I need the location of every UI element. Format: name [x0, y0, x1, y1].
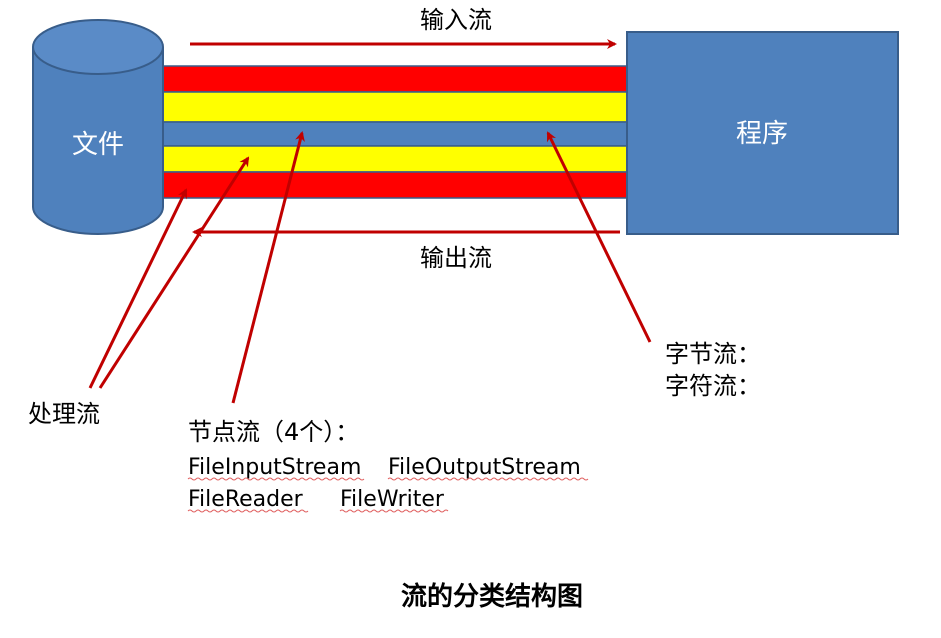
node-stream-title: 节点流（4个）： — [188, 418, 359, 446]
file-output-stream-label: FileOutputStream — [388, 455, 581, 480]
band-red-bottom — [162, 171, 629, 199]
input-stream-label: 输入流 — [420, 6, 492, 34]
stream-pipe — [162, 65, 629, 199]
file-label: 文件 — [72, 130, 124, 160]
band-red-top — [162, 65, 629, 93]
char-stream-label: 字符流： — [665, 372, 761, 400]
processing-stream-label: 处理流 — [28, 400, 100, 428]
diagram-caption: 流的分类结构图 — [401, 581, 583, 612]
program-box: 程序 — [626, 31, 899, 235]
band-blue-middle — [162, 121, 629, 147]
band-yellow-top — [162, 91, 629, 123]
byte-char-arrow — [546, 131, 652, 343]
processing-arrow-to-red — [88, 188, 188, 389]
file-writer-label: FileWriter — [340, 487, 445, 512]
file-reader-label: FileReader — [188, 487, 304, 512]
file-input-stream-label: FileInputStream — [188, 455, 361, 480]
node-arrow — [231, 131, 305, 404]
spellcheck-underlines — [187, 477, 589, 513]
processing-arrow-to-yellow — [98, 156, 250, 389]
byte-stream-label: 字节流： — [665, 340, 761, 368]
program-label: 程序 — [736, 119, 788, 149]
output-stream-label: 输出流 — [420, 244, 492, 272]
band-yellow-bottom — [162, 145, 629, 173]
file-cylinder: 文件 — [32, 19, 164, 235]
